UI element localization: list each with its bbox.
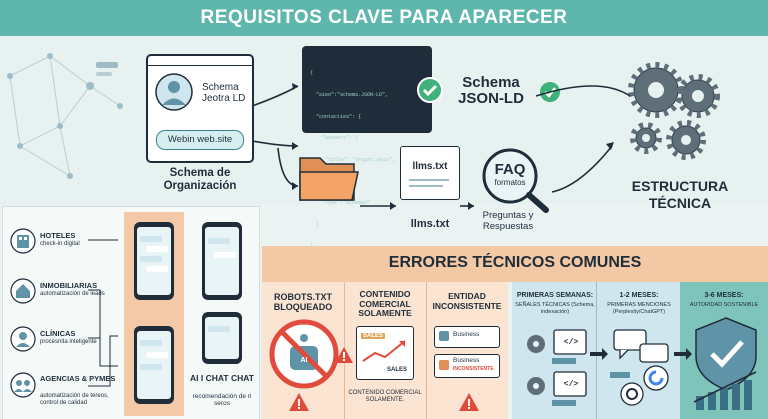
sector-sub: automatización de leads [40, 291, 105, 297]
timeline-sub: SEÑALES TÉCNICAS (Schema, indexación) [515, 302, 595, 315]
error-title: ROBOTS.TXT BLOQUEADO [273, 292, 333, 312]
code-line: } [316, 221, 320, 228]
timeline-title: 1-2 MESES: [619, 292, 659, 299]
error-title: CONTENIDO COMERCIAL SOLAMENTE [358, 289, 412, 318]
faq-caption: Preguntas y Respuestas [482, 210, 534, 232]
hotel-icon [10, 228, 36, 254]
team-icon [10, 372, 36, 398]
errors-banner [262, 246, 768, 282]
timeline-title: 3-6 MESES: [704, 292, 744, 299]
house-icon [10, 278, 36, 304]
sales-badge: SALES [387, 367, 408, 373]
code-line: "title": "organc.pata", [326, 156, 396, 163]
code-line: "aieo":"schema.JSON-LD", [316, 92, 389, 99]
sector-sub: procesnita inteligente [40, 339, 97, 345]
sector-connectors [88, 239, 118, 387]
warning-icon [289, 393, 309, 411]
errors-title: ERRORES TÉCNICOS COMUNES [388, 254, 642, 271]
magnifier-icon [482, 148, 549, 213]
sales-badge: SALES [361, 333, 386, 339]
chat-caption-title: AI I CHAT CHAT [190, 373, 254, 383]
sector-agencies: AGENCIAS & PYMES automatización de tereo… [10, 372, 115, 406]
tech-signals-icon [527, 329, 587, 406]
code-line: { [310, 70, 314, 77]
llms-file: llms.txt [400, 146, 460, 200]
sector-title: HOTELES [40, 231, 76, 240]
phone-mockup [134, 326, 174, 404]
sector-sub: automatización de tereos, control de cal… [40, 393, 109, 406]
timeline-title: PRIMERAS SEMANAS: [516, 292, 594, 299]
sector-hotels: HOTELES check-in digital [10, 228, 80, 259]
doctor-icon [10, 326, 36, 352]
timeline-sub: AUTORIDAD SOSTENIBLE [689, 302, 759, 308]
warning-icon [335, 347, 353, 363]
sector-sub: check-in digital [40, 241, 80, 247]
org-site-link[interactable]: Webin web.site [156, 130, 244, 150]
org-caption: Schema de Organización [163, 167, 237, 192]
timeline-sub: PRIMERAS MENCIONES (Perplexity/ChatGPT) [607, 302, 671, 315]
llms-caption: llms.txt [410, 218, 450, 230]
trend-up-icon [362, 340, 406, 362]
blocked-robot-icon [269, 319, 339, 389]
phone-mockup [134, 222, 174, 300]
authority-shield-icon [693, 317, 757, 410]
sector-title: INMOBILIARIAS [40, 281, 98, 290]
folder-icon [299, 157, 359, 201]
check-icon [417, 77, 443, 103]
code-icon-label: </> [563, 338, 579, 347]
business-label: Business [453, 331, 480, 338]
code-editor: { "aieo":"schema.JSON-LD", "contacties":… [302, 46, 432, 249]
code-line: "type":"schemas" [322, 200, 371, 207]
phone-mockup [202, 312, 242, 364]
sector-clinics: CLÍNICAS procesnita inteligente [10, 326, 97, 357]
flow-arrows [251, 83, 631, 210]
sector-realestate: INMOBILIARIAS automatización de leads [10, 278, 105, 309]
mentions-icon [610, 329, 669, 406]
gears-icon [628, 62, 720, 160]
code-line: "contacties": { [316, 113, 362, 120]
code-icon-label: </> [563, 380, 579, 389]
schema-label: Schema JSON-LD [458, 74, 524, 107]
chat-caption-sub: recomendación de ri seros [192, 393, 252, 407]
business-label: Business [453, 357, 480, 364]
organization-card: Schema Jeotra LD Webin web.site [146, 54, 254, 163]
inconsistent-label: INCONSISTENTE [453, 366, 494, 372]
error-title: ENTIDAD INCONSISTENTE [432, 291, 502, 311]
sales-caption: CONTENIDO COMERCIAL SOLAMENTE. [348, 390, 422, 403]
sector-title: AGENCIAS & PYMES [40, 374, 116, 383]
structure-label: ESTRUCTURA TÉCNICA [631, 178, 729, 211]
robot-label: AI [300, 357, 308, 364]
business-card: Business [434, 326, 500, 348]
avatar-icon [155, 73, 193, 111]
llms-file-label: llms.txt [412, 161, 448, 172]
faq-title: FAQ [494, 161, 526, 178]
faq-sub: formatos [494, 178, 526, 187]
page-title: REQUISITOS CLAVE PARA APARECER [0, 0, 768, 36]
warning-icon [459, 393, 479, 411]
timeline-arrows [590, 348, 692, 360]
sector-title: CLÍNICAS [40, 329, 76, 338]
code-line: "answers": { [322, 135, 359, 142]
org-name: Schema Jeotra LD [202, 82, 246, 104]
business-card-inconsistent: Business INCONSISTENTE [434, 354, 500, 378]
sales-chart-card: SALES SALES [356, 326, 414, 380]
network-decoration [7, 53, 123, 179]
phone-mockup [202, 222, 242, 300]
